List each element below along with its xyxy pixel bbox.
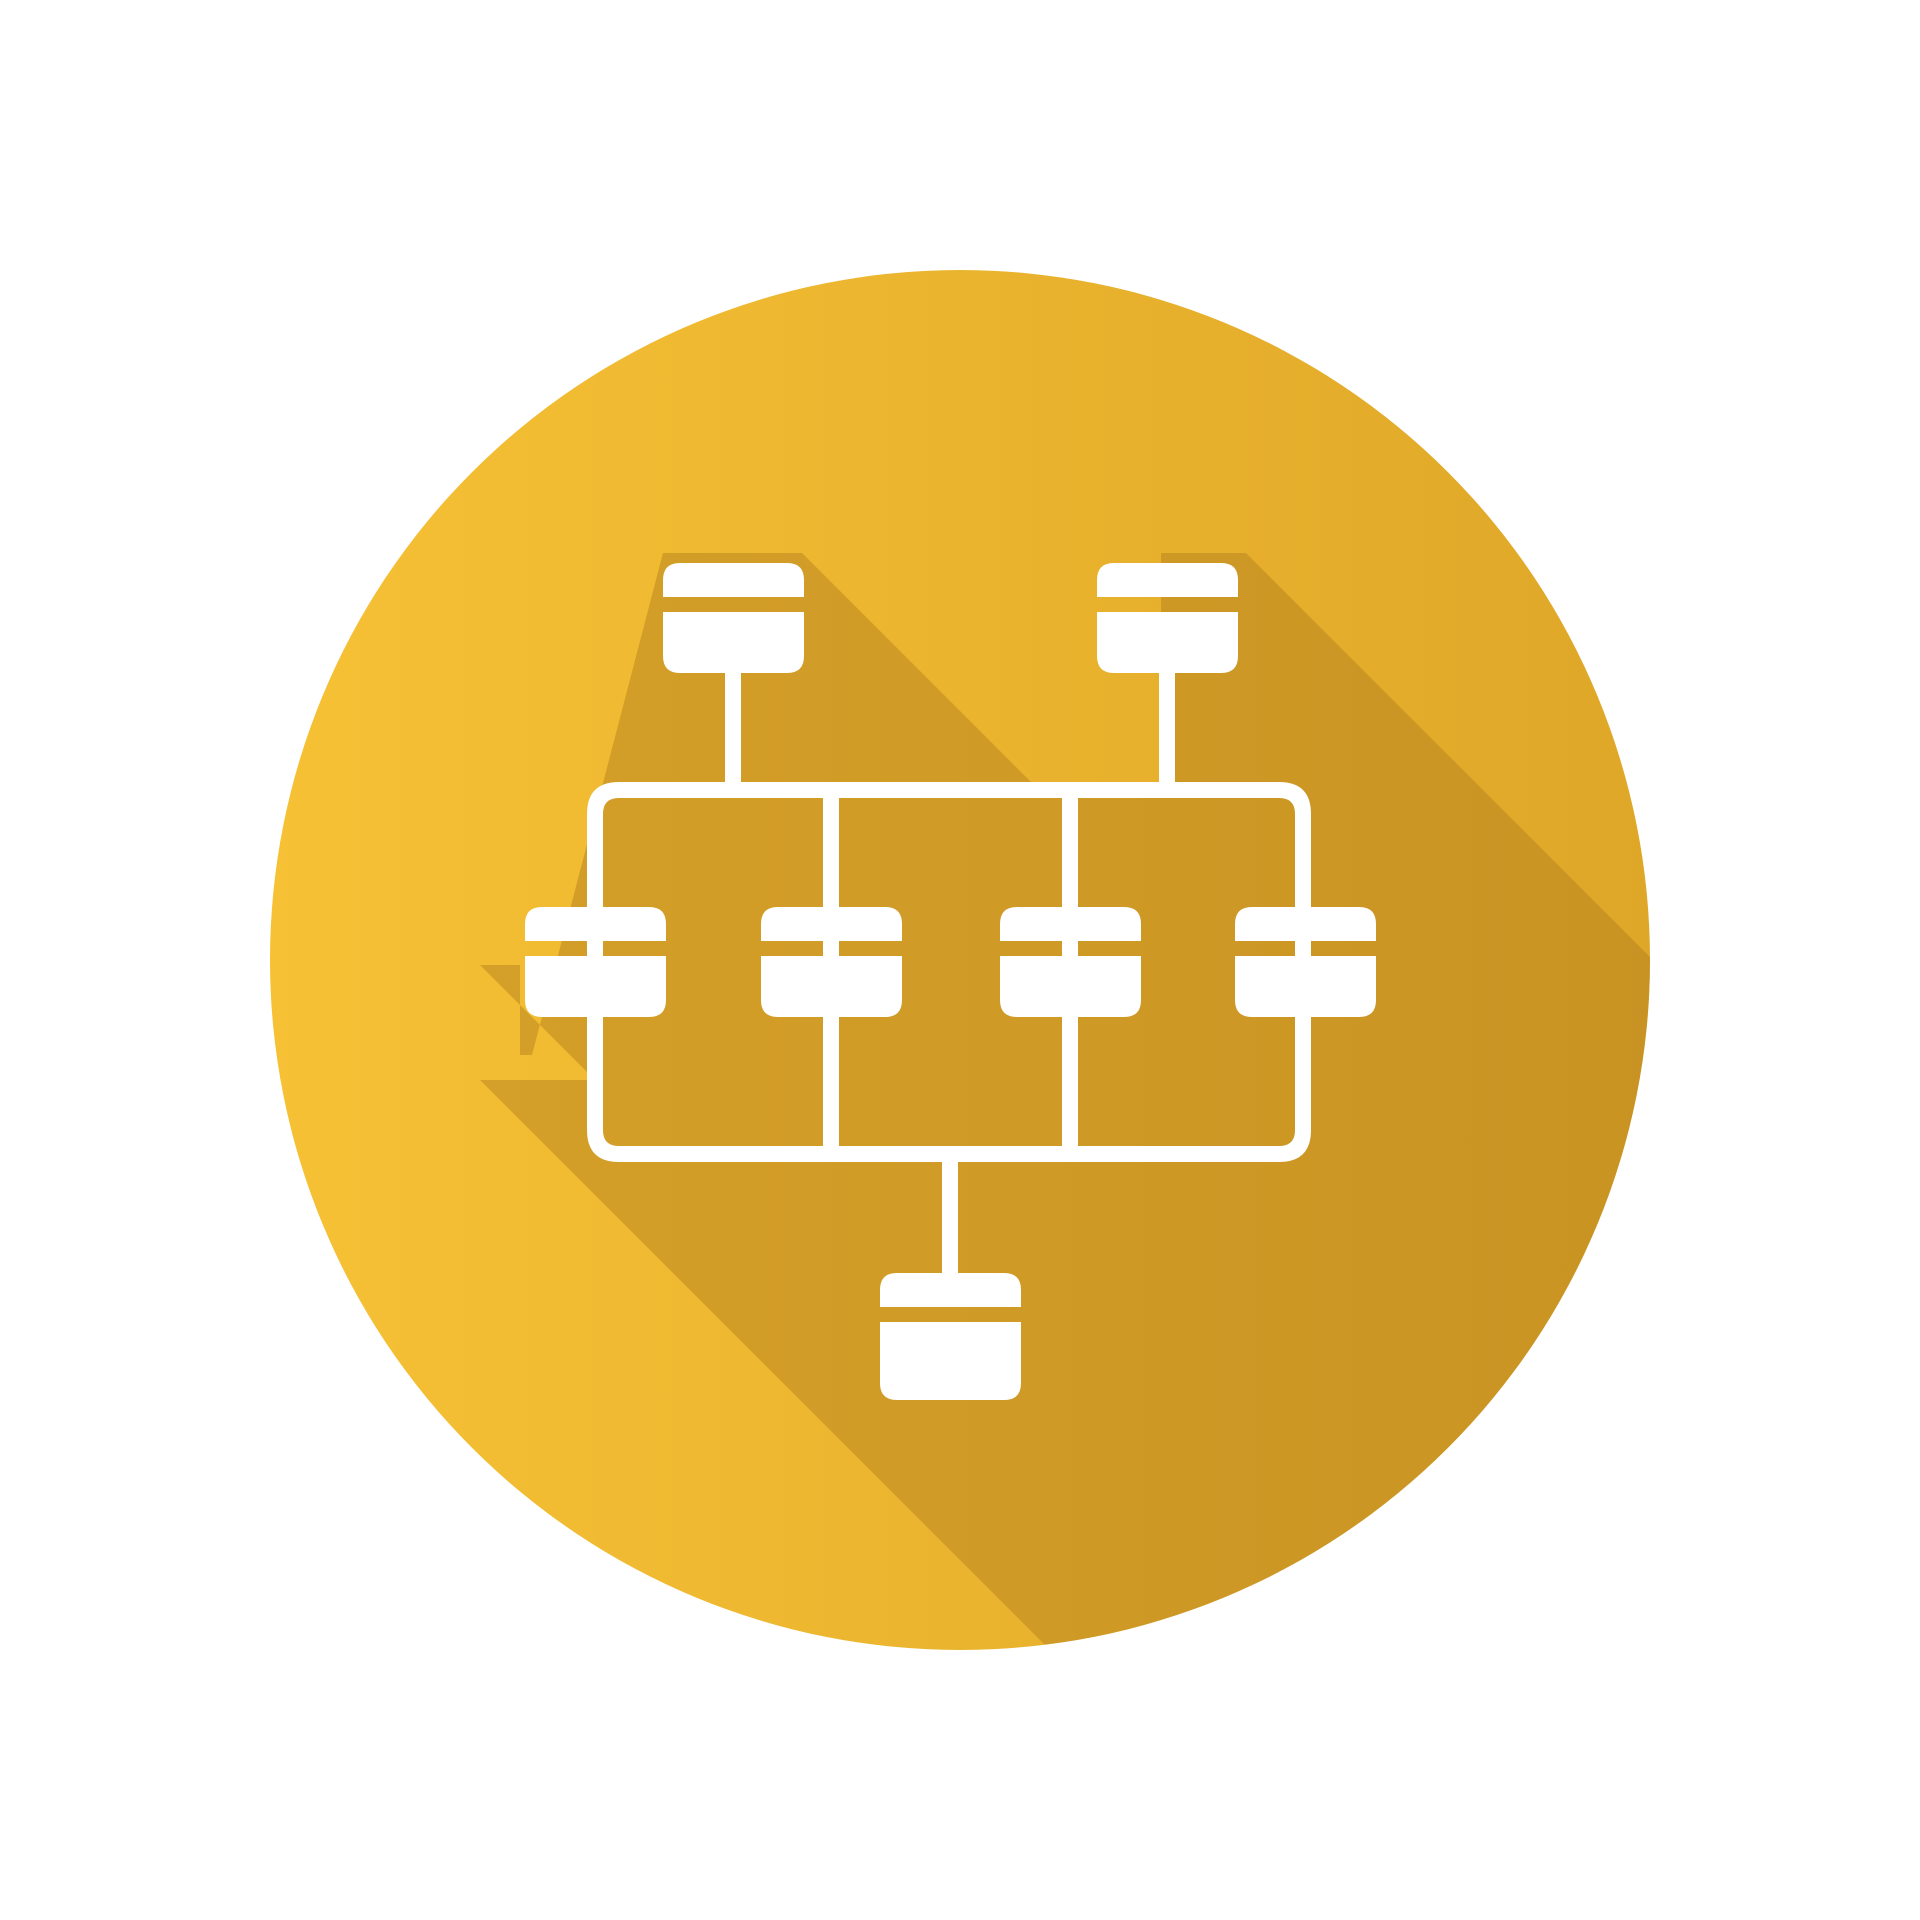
node-middle-2 [761,907,902,1017]
node-bottom [880,1273,1021,1400]
node-middle-4 [1235,907,1376,1017]
node-top-right [1097,563,1238,673]
node-middle-3 [1000,907,1141,1017]
flowchart-glyph [525,563,1376,1400]
node-top-left [663,563,804,673]
node-middle-1 [525,907,666,1017]
circle-badge [270,270,1650,1650]
